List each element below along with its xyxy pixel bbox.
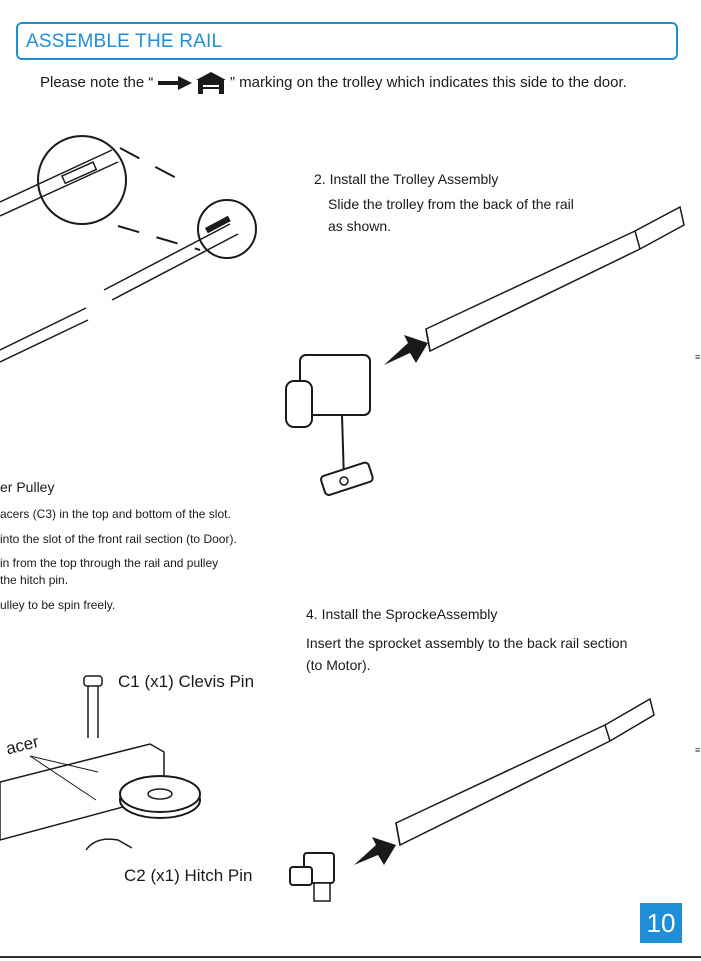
bottom-rule	[0, 956, 701, 958]
clevis-pin-label: C1 (x1) Clevis Pin	[118, 672, 255, 691]
garage-house-icon	[195, 72, 226, 94]
crop-mark: ≡	[695, 745, 701, 755]
note-text-before: Please note the “	[40, 73, 154, 91]
hitch-pin-label: C2 (x1) Hitch Pin	[124, 866, 253, 885]
step3-line2: into the slot of the front rail section …	[0, 532, 237, 546]
step2-line2: as shown.	[328, 218, 392, 234]
rail-detail-illustration	[0, 135, 257, 363]
pulley-illustration	[0, 675, 201, 851]
door-side-note: Please note the “ ” marking on the troll…	[40, 72, 627, 94]
step3-title: er Pulley	[0, 479, 55, 495]
section-header: ASSEMBLE THE RAIL	[16, 22, 678, 60]
step4-line1: Insert the sprocket assembly to the back…	[306, 635, 628, 651]
arrow-right-icon	[157, 76, 192, 90]
crop-mark: ≡	[695, 352, 701, 362]
note-text-after: ” marking on the trolley which indicates…	[229, 73, 627, 91]
step4-line2: (to Motor).	[306, 657, 371, 673]
step2-line1: Slide the trolley from the back of the r…	[328, 196, 574, 212]
step3-line5: ulley to be spin freely.	[0, 598, 116, 612]
step3-line4: the hitch pin.	[0, 573, 69, 587]
step3-line1: acers (C3) in the top and bottom of the …	[0, 507, 231, 521]
section-title: ASSEMBLE THE RAIL	[26, 31, 223, 52]
trolley-rail-illustration	[285, 205, 685, 496]
sprocket-rail-illustration	[289, 697, 655, 902]
step2-title: 2. Install the Trolley Assembly	[314, 171, 499, 187]
page-number-badge: 10	[640, 903, 682, 943]
step4-title: 4. Install the SprockeAssembly	[306, 606, 498, 622]
step3-line3: in from the top through the rail and pul…	[0, 556, 219, 570]
